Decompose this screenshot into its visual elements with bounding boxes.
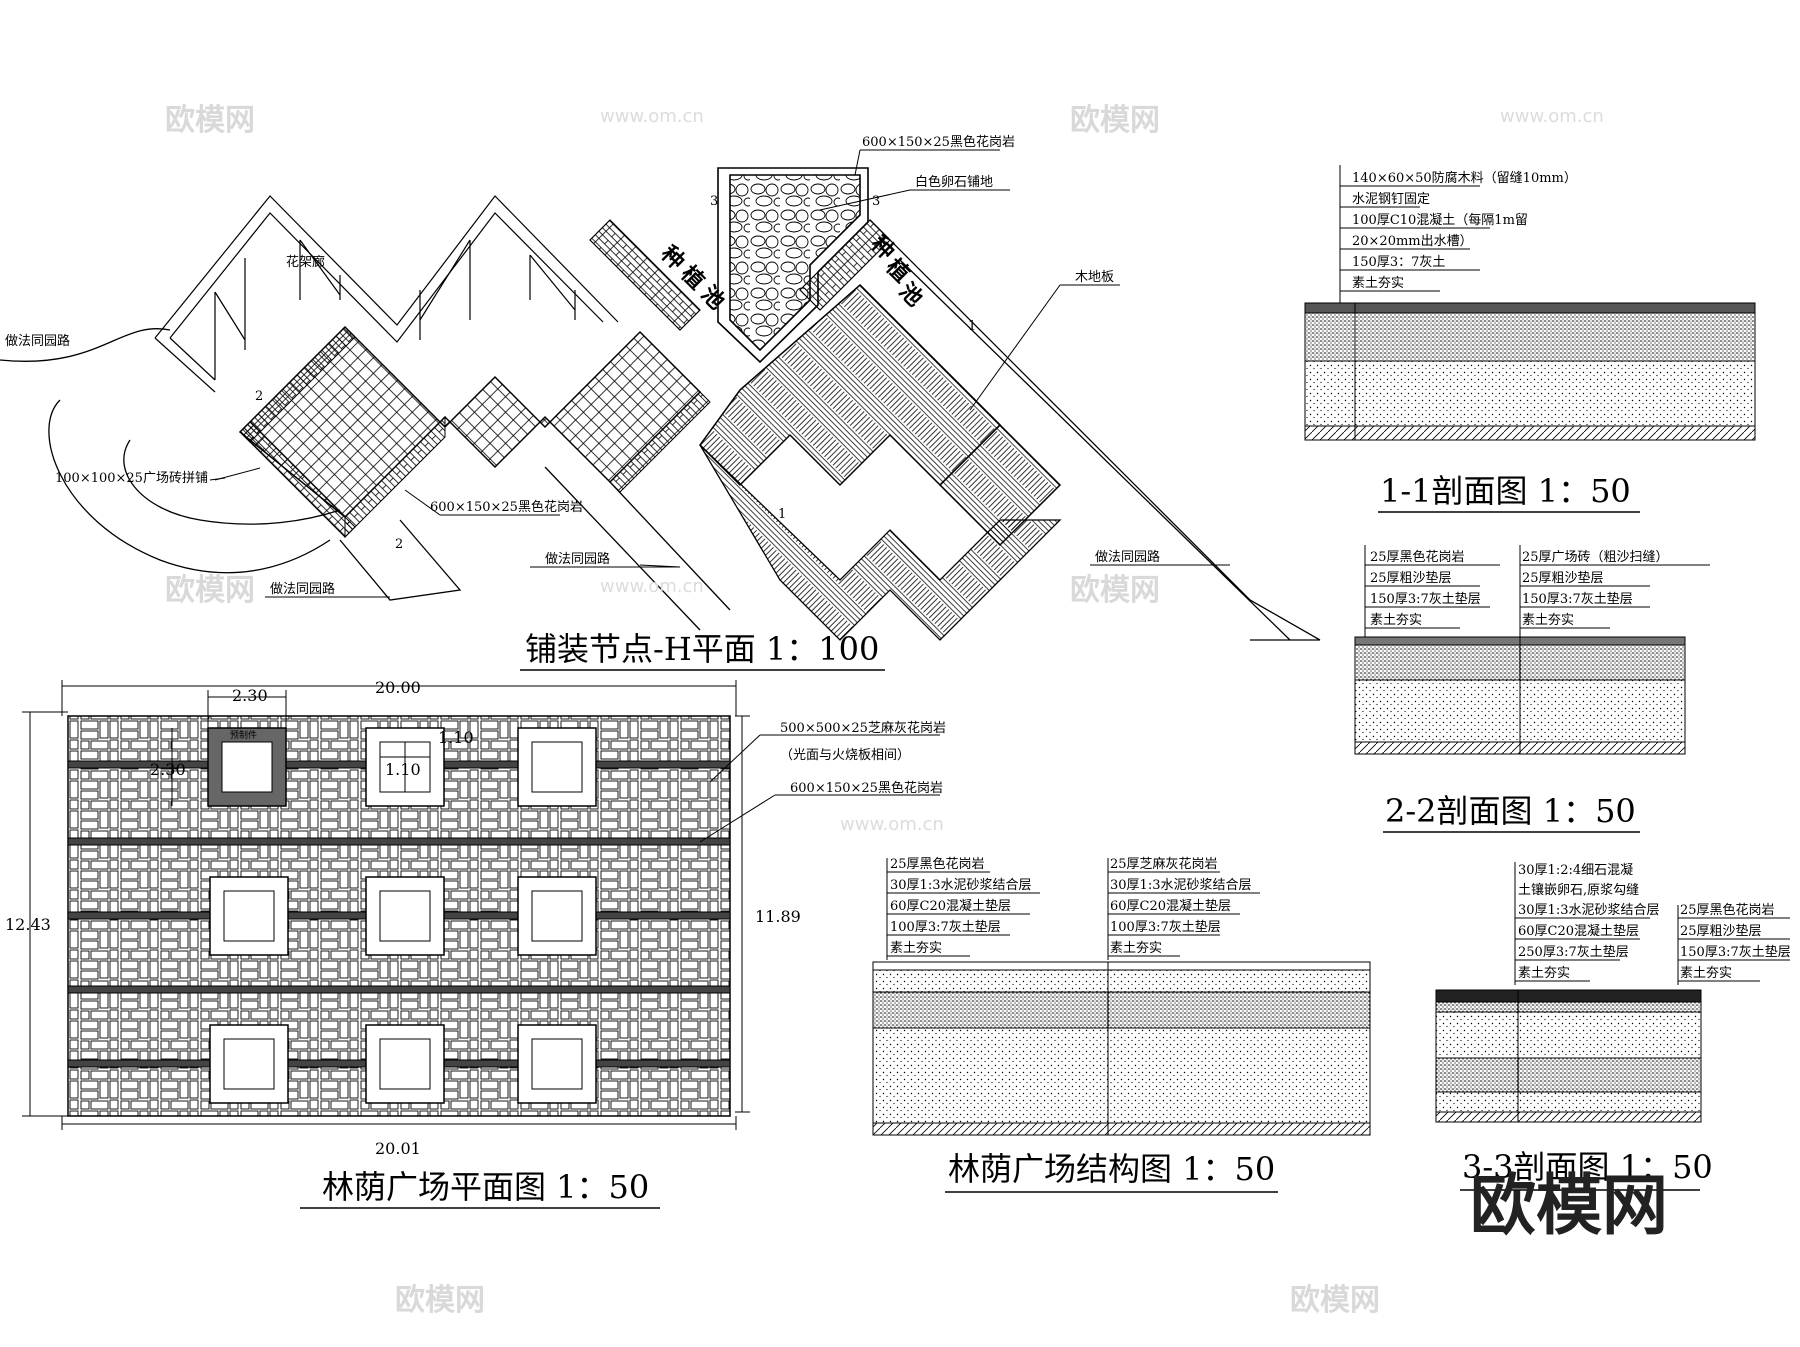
dim-top: 20.00 xyxy=(375,678,421,697)
s1-layer-4: 20×20mm出水槽） xyxy=(1352,234,1473,249)
logo-brand: 欧模网 xyxy=(1470,1167,1668,1244)
watermark-url: www.om.cn xyxy=(600,576,704,597)
label-granite-grey-note: （光面与火烧板相间） xyxy=(780,748,910,763)
watermark-brand: 欧模网 xyxy=(1290,1283,1380,1318)
s3-left-4: 60厚C20混凝土垫层 xyxy=(1518,923,1639,939)
s3-right-3: 150厚3:7灰土垫层 xyxy=(1680,944,1791,960)
s2-left-4: 素土夯实 xyxy=(1370,613,1422,628)
s2-left-1: 25厚黑色花岗岩 xyxy=(1370,549,1465,565)
label-granite-black: 600×150×25黑色花岗岩 xyxy=(790,780,943,796)
watermark-url: www.om.cn xyxy=(1500,106,1604,127)
label-granite-top: 600×150×25黑色花岗岩 xyxy=(862,134,1015,150)
section-1-1: 140×60×50防腐木料（留缝10mm） 水泥钢钉固定 100厚C10混凝土（… xyxy=(1304,165,1756,513)
label-road-bottom: 做法同园路 xyxy=(270,581,335,597)
plaza-plan: 预制件 20.00 20.01 12.43 11.89 2.30 2.30 1.… xyxy=(5,678,946,1209)
dim-pit-inner-h: 1.10 xyxy=(385,760,421,779)
section-marker-2a: 2 xyxy=(255,389,263,404)
section-marker-3b: 3 xyxy=(872,194,880,209)
label-granite-mid: 600×150×25黑色花岗岩 xyxy=(430,499,583,515)
s1-layer-3: 100厚C10混凝土（每隔1m留 xyxy=(1352,212,1528,228)
ps-left-5: 素土夯实 xyxy=(890,941,942,956)
label-granite-grey: 500×500×25芝麻灰花岗岩 xyxy=(780,720,946,736)
section-3-3: 30厚1:2:4细石混凝 土镶嵌卵石,原浆勾缝 30厚1:3水泥砂浆结合层 60… xyxy=(1435,862,1791,1191)
s3-right-2: 25厚粗沙垫层 xyxy=(1680,923,1762,939)
paving-node-h-plan: 600×150×25黑色花岗岩 白色卵石铺地 木地板 花架廊 做法同园路 100… xyxy=(0,134,1321,671)
vertical-label-left-3: 池 xyxy=(696,281,730,315)
dimension-lines xyxy=(22,680,750,1130)
watermarks: 欧模网 欧模网 欧模网 欧模网 欧模网 欧模网 www.om.cn www.om… xyxy=(165,103,1668,1318)
dim-right: 11.89 xyxy=(755,907,801,926)
dim-left: 12.43 xyxy=(5,915,51,934)
dim-pit-w: 2.30 xyxy=(232,686,268,705)
watermark-brand: 欧模网 xyxy=(165,103,255,138)
s3-right-1: 25厚黑色花岗岩 xyxy=(1680,902,1775,918)
ps-left-4: 100厚3:7灰土垫层 xyxy=(890,919,1001,935)
label-road-left: 做法同园路 xyxy=(5,333,70,349)
ps-left-1: 25厚黑色花岗岩 xyxy=(890,856,985,872)
s3-left-5: 250厚3:7灰土垫层 xyxy=(1518,944,1629,960)
title-section-1: 1-1剖面图 1：50 xyxy=(1380,472,1631,510)
label-wood-floor: 木地板 xyxy=(1075,270,1114,285)
section-2-2: 25厚黑色花岗岩 25厚粗沙垫层 150厚3:7灰土垫层 素土夯实 25厚广场砖… xyxy=(1354,545,1710,833)
label-tree-pit: 预制件 xyxy=(230,729,257,741)
road-outlines xyxy=(0,219,1321,641)
pergola-outline xyxy=(154,195,619,393)
s1-layer-1: 140×60×50防腐木料（留缝10mm） xyxy=(1352,170,1577,186)
label-road-right: 做法同园路 xyxy=(1095,549,1160,565)
s2-left-3: 150厚3:7灰土垫层 xyxy=(1370,591,1481,607)
s3-left-6: 素土夯实 xyxy=(1518,966,1570,981)
title-h-plan: 铺装节点-H平面 1：100 xyxy=(525,630,879,668)
tree-pits xyxy=(207,727,597,1104)
ps-right-2: 30厚1:3水泥砂浆结合层 xyxy=(1110,878,1251,893)
label-square-brick: 100×100×25广场砖拼铺 xyxy=(55,471,208,486)
s3-right-4: 素土夯实 xyxy=(1680,966,1732,981)
label-pebble: 白色卵石铺地 xyxy=(915,174,993,190)
s1-layer-5: 150厚3：7灰土 xyxy=(1352,255,1445,270)
section-marker-1b: 1 xyxy=(778,507,786,522)
dim-pit-h: 2.30 xyxy=(150,760,186,779)
watermark-brand: 欧模网 xyxy=(395,1283,485,1318)
watermark-url: www.om.cn xyxy=(840,814,944,835)
watermark-brand: 欧模网 xyxy=(1070,103,1160,138)
ps-right-4: 100厚3:7灰土垫层 xyxy=(1110,919,1221,935)
ps-left-3: 60厚C20混凝土垫层 xyxy=(890,898,1011,914)
leader-lines xyxy=(209,149,1230,598)
ps-left-2: 30厚1:3水泥砂浆结合层 xyxy=(890,878,1031,893)
s3-left-1: 30厚1:2:4细石混凝 xyxy=(1518,862,1633,878)
s3-left-3: 30厚1:3水泥砂浆结合层 xyxy=(1518,903,1659,918)
title-section-2: 2-2剖面图 1：50 xyxy=(1385,792,1636,830)
section-marker-2b: 2 xyxy=(395,537,403,552)
s1-layer-6: 素土夯实 xyxy=(1352,276,1404,291)
title-plaza-plan: 林荫广场平面图 1：50 xyxy=(322,1168,649,1206)
watermark-brand: 欧模网 xyxy=(165,573,255,608)
section-marker-1a: 1 xyxy=(968,319,976,334)
s2-right-3: 150厚3:7灰土垫层 xyxy=(1522,591,1633,607)
watermark-url: www.om.cn xyxy=(600,106,704,127)
title-section-3: 3-3剖面图 1：50 xyxy=(1462,1148,1713,1186)
watermark-brand: 欧模网 xyxy=(1070,573,1160,608)
s2-right-1: 25厚广场砖（粗沙扫缝） xyxy=(1522,550,1669,565)
s2-left-2: 25厚粗沙垫层 xyxy=(1370,570,1452,586)
ps-right-5: 素土夯实 xyxy=(1110,941,1162,956)
plaza-structure-section: 25厚黑色花岗岩 30厚1:3水泥砂浆结合层 60厚C20混凝土垫层 100厚3… xyxy=(872,856,1371,1193)
dim-bottom: 20.01 xyxy=(375,1139,421,1158)
s1-layer-2: 水泥钢钉固定 xyxy=(1352,192,1430,207)
s3-left-2: 土镶嵌卵石,原浆勾缝 xyxy=(1518,882,1639,898)
s2-right-4: 素土夯实 xyxy=(1522,613,1574,628)
pebble-pit xyxy=(729,174,861,352)
title-plaza-structure: 林荫广场结构图 1：50 xyxy=(948,1150,1275,1188)
label-pergola: 花架廊 xyxy=(286,254,325,270)
section-marker-3a: 3 xyxy=(710,194,718,209)
s2-right-2: 25厚粗沙垫层 xyxy=(1522,570,1604,586)
dim-pit-inner-w: 1.10 xyxy=(438,728,474,747)
ps-right-3: 60厚C20混凝土垫层 xyxy=(1110,898,1231,914)
label-road-mid: 做法同园路 xyxy=(545,551,610,567)
ps-right-1: 25厚芝麻灰花岗岩 xyxy=(1110,856,1218,872)
